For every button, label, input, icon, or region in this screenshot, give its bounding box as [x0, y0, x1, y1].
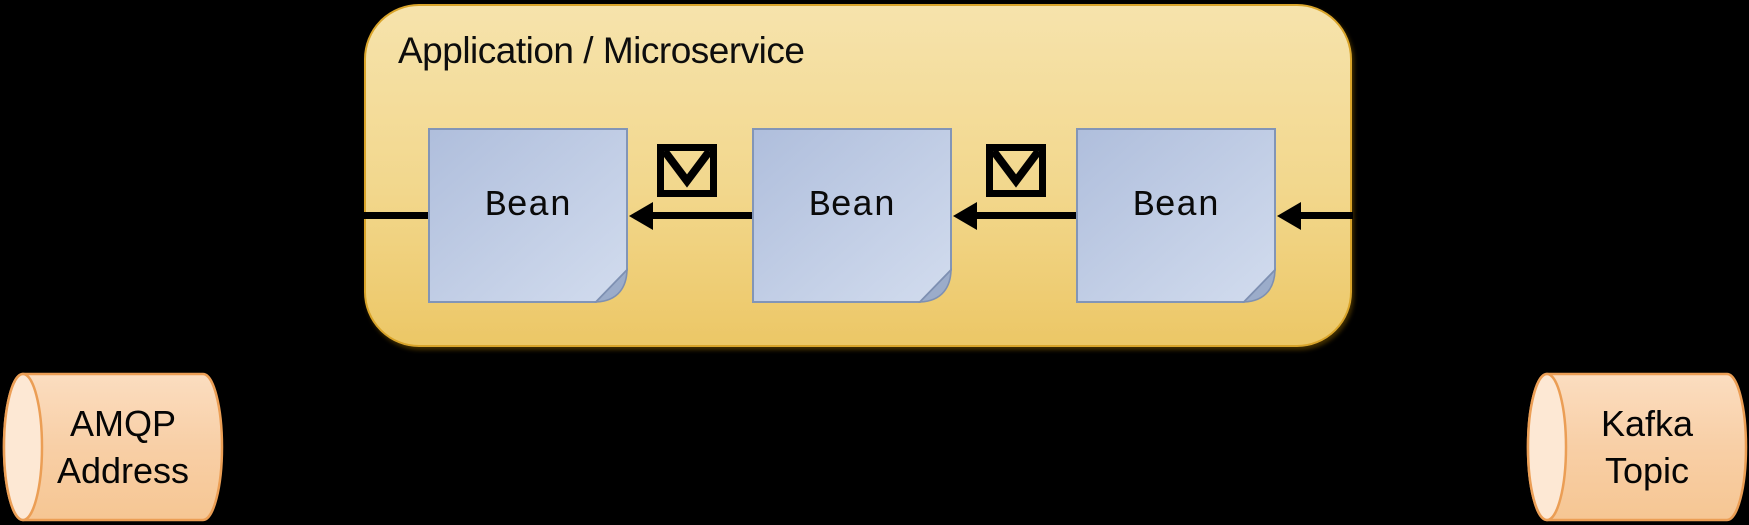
bean-label: Bean	[1132, 185, 1220, 226]
cylinder-label-line2: Topic	[1604, 450, 1690, 491]
bean-label: Bean	[484, 185, 572, 226]
amqp-address-label: AMQP Address	[2, 372, 224, 522]
flow-line-right-edge-to-bean3	[1300, 212, 1353, 219]
message-envelope-icon	[986, 144, 1046, 197]
bean-node-2: Bean	[752, 128, 952, 303]
container-title: Application / Microservice	[398, 30, 805, 71]
cylinder-label-line2: Address	[56, 450, 190, 491]
arrowhead-into-bean2	[953, 202, 977, 230]
bean-node-3: Bean	[1076, 128, 1276, 303]
flow-line-bean1-to-left-edge	[362, 212, 428, 219]
kafka-topic-label: Kafka Topic	[1526, 372, 1748, 522]
bean-label: Bean	[808, 185, 896, 226]
cylinder-label-line1: Kafka	[1600, 403, 1694, 444]
kafka-topic-cylinder: Kafka Topic	[1526, 372, 1748, 522]
note-shape	[1076, 128, 1276, 303]
arrowhead-into-bean1	[629, 202, 653, 230]
flow-line-bean3-to-bean2	[976, 212, 1076, 219]
cylinder-shape	[2, 372, 224, 522]
cylinder-shape	[1526, 372, 1748, 522]
amqp-address-cylinder: AMQP Address	[2, 372, 224, 522]
note-shape	[428, 128, 628, 303]
note-shape	[752, 128, 952, 303]
arrowhead-into-bean3	[1277, 202, 1301, 230]
bean-node-1: Bean	[428, 128, 628, 303]
cylinder-label-line1: AMQP	[69, 403, 176, 444]
message-envelope-icon	[657, 144, 717, 197]
flow-line-bean2-to-bean1	[652, 212, 752, 219]
